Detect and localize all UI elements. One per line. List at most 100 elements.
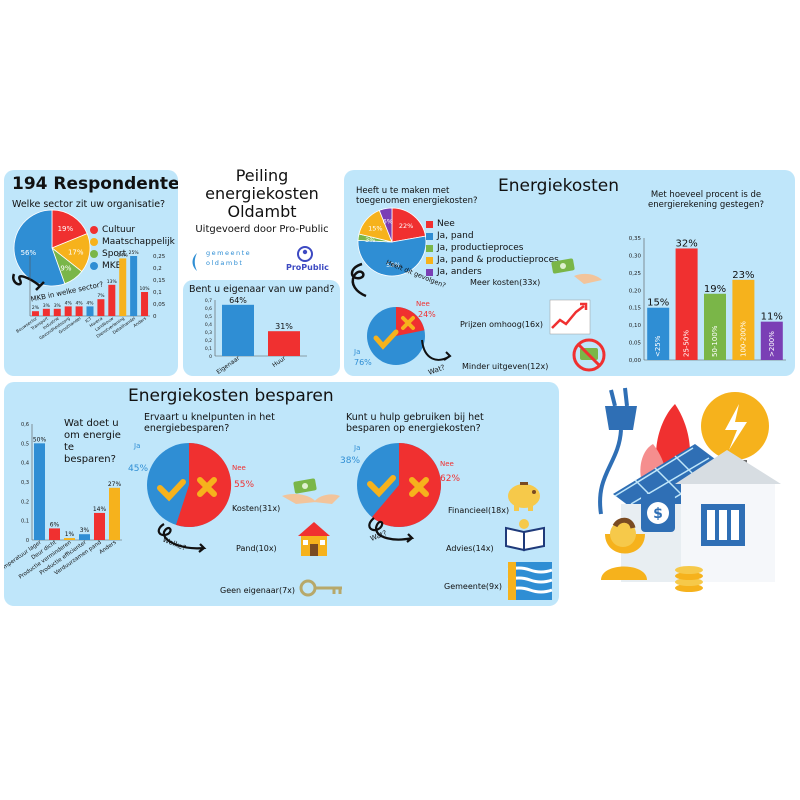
curly-arrow-icon [368, 517, 415, 543]
energiekosten-q1: Heeft u te maken met toegenomen energiek… [356, 186, 478, 206]
gemeente-flag-icon [507, 562, 553, 600]
legend-label: Ja, productieproces [437, 243, 524, 253]
bar [704, 293, 726, 360]
legend-swatch [90, 238, 98, 246]
legend-label: Cultuur [102, 225, 136, 235]
toegenomen-legend: Nee Ja, pand Ja, productieproces Ja, pan… [426, 218, 559, 278]
bar [79, 534, 90, 540]
y-tick-label: 0,10 [629, 323, 642, 329]
x-tick-label: 100-200% [739, 321, 747, 357]
propublic-logo-icon [297, 246, 313, 262]
sector-legend: Cultuur Maatschappelijk Sport MKB [90, 224, 175, 272]
consequence-2: Prijzen omhoog(16x) [460, 320, 543, 329]
bar [64, 538, 75, 540]
y-tick-label: 0,2 [21, 499, 29, 505]
hulp-no-label: Nee [440, 460, 454, 468]
bar [119, 258, 127, 316]
gemeente-logo-text: gemeente oldambt [206, 249, 252, 267]
legend-label: Ja, anders [437, 267, 482, 277]
slice-label: 6% [383, 217, 393, 225]
slice-label: 53% [386, 261, 400, 269]
legend-label: Sport [102, 249, 127, 259]
bar-value-label: 6% [50, 521, 60, 528]
kn-no-pct: 55% [234, 480, 255, 490]
house-icon [298, 522, 330, 556]
y-tick-label: 0,3 [205, 330, 212, 336]
bar-value-label: 25% [129, 250, 140, 256]
y-tick-label: 0,1 [205, 346, 212, 352]
slice-label: 9% [60, 265, 71, 273]
hulp-yes-pct: 38% [340, 456, 361, 466]
propublic-logo-text: ProPublic [286, 263, 329, 272]
y-tick-label: 0,7 [205, 298, 212, 304]
bar-value-label: 4% [76, 300, 84, 306]
bar-value-label: 31% [275, 322, 293, 331]
yes-pct: 76% [354, 358, 372, 367]
x-tick-label: >200% [768, 331, 776, 357]
bar [108, 284, 116, 316]
y-tick-label: 0,15 [153, 278, 166, 284]
bar-value-label: 19% [704, 284, 726, 295]
besparen-q-hulp: Kunt u hulp gebruiken bij het besparen o… [346, 412, 484, 434]
money-hand-icon [282, 478, 340, 504]
slice-label: 56% [21, 249, 37, 257]
bar-value-label: 64% [229, 296, 247, 305]
x-tick-label: ICT [84, 315, 93, 323]
legend-label: Ja, pand & productieproces [437, 255, 559, 265]
y-tick-label: 0 [26, 538, 29, 544]
kn-item-2: Pand(10x) [236, 544, 277, 553]
y-tick-label: 0,00 [629, 358, 642, 364]
y-tick-label: 0 [153, 314, 157, 320]
y-tick-label: 0,2 [153, 266, 162, 272]
bar-value-label: 27% [108, 481, 122, 488]
y-tick-label: 0,5 [205, 314, 212, 320]
no-pct: 24% [418, 310, 436, 319]
title-line-2: energiekosten [205, 184, 319, 203]
bar [31, 311, 39, 316]
besparen-q-doet: Wat doet u om energie te besparen? [64, 418, 121, 465]
sector-pie-chart: 19%17%9%56% [13, 209, 91, 287]
gemeente-logo-icon [192, 253, 197, 271]
bar [53, 308, 61, 316]
y-tick-label: 0,3 [21, 480, 29, 486]
pie-slice [51, 209, 88, 249]
piggy-bank-icon [508, 482, 540, 511]
bar-value-label: 4% [86, 300, 94, 306]
key-icon [299, 579, 342, 597]
y-tick-label: 0,25 [629, 271, 642, 277]
slice-label: 15% [368, 225, 382, 233]
hulp-item-1: Financieel(18x) [448, 506, 510, 515]
bar-value-label: 2% [32, 305, 40, 311]
bar [109, 487, 120, 540]
hulp-yes-label: Ja [354, 444, 361, 452]
y-tick-label: 0,15 [629, 306, 642, 312]
legend-label: Maatschappelijk [102, 237, 175, 247]
legend-swatch [426, 256, 433, 264]
y-tick-label: 0,4 [205, 322, 212, 328]
mkb-bar-chart: 00,050,10,150,20,252%Bouwsector3%Transpo… [15, 250, 166, 341]
bar [75, 306, 83, 316]
x-tick-label: <25% [654, 335, 662, 357]
consequence-3: Minder uitgeven(12x) [462, 362, 549, 371]
legend-swatch [426, 268, 433, 276]
y-tick-label: 0,6 [205, 306, 212, 312]
slice-label: 3% [365, 236, 375, 244]
legend-swatch [90, 250, 98, 258]
legend-swatch [426, 244, 433, 252]
bar-value-label: 11% [761, 312, 783, 323]
y-tick-label: 0,20 [629, 288, 642, 294]
bar-value-label: 1% [65, 531, 75, 538]
bar [760, 321, 783, 360]
y-tick-label: 0,25 [153, 254, 166, 260]
bar-value-label: 14% [93, 506, 107, 513]
y-tick-label: 0,1 [21, 519, 29, 525]
kn-yes-label: Ja [134, 442, 141, 450]
kn-item-3: Geen eigenaar(7x) [220, 586, 296, 595]
y-tick-label: 0,35 [629, 236, 642, 242]
bar-value-label: 50% [33, 436, 47, 443]
respondents-title: 194 Respondenten [12, 174, 178, 194]
x-tick-label: 25-50% [683, 330, 691, 357]
bar [647, 307, 670, 360]
bar [141, 292, 149, 316]
